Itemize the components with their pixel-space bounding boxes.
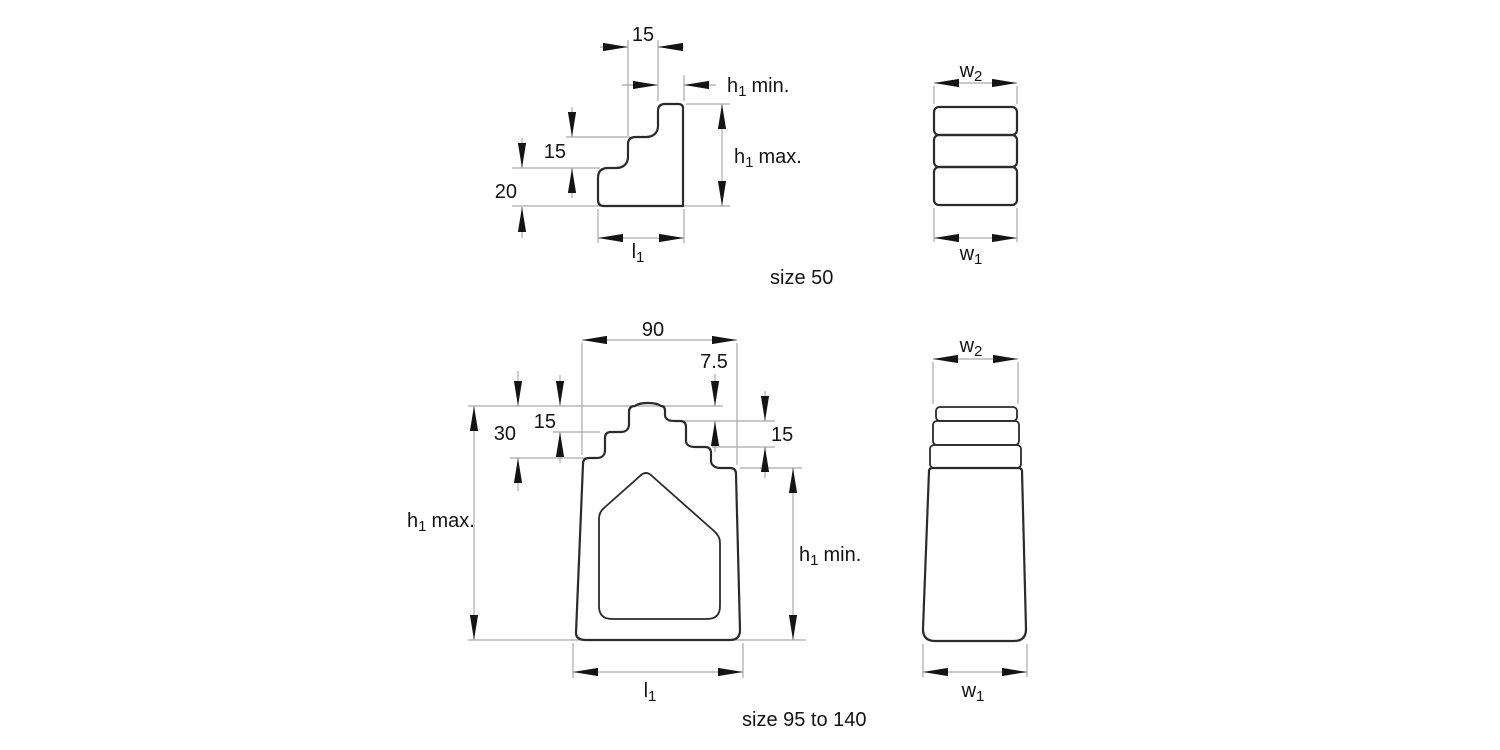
front-band-bottom xyxy=(932,165,1019,207)
w1-label: w1 xyxy=(961,680,985,705)
inner-cavity-outline xyxy=(598,472,721,620)
w1-label: w1 xyxy=(959,243,983,268)
size50-caption: size 50 xyxy=(770,267,833,289)
pyramid-profile-outline xyxy=(574,401,742,642)
front-band-middle xyxy=(932,420,1020,446)
step-left-total-dim-label: 30 xyxy=(494,423,516,445)
step-right-lower-dim-label: 15 xyxy=(771,424,793,446)
stepped-profile-outline xyxy=(596,102,685,208)
top-width-dim-label: 15 xyxy=(632,24,654,46)
front-band-stack xyxy=(932,105,1019,207)
base-height-dim-label: 20 xyxy=(495,181,517,203)
front-band-top xyxy=(932,105,1019,137)
w2-label: w2 xyxy=(959,60,983,85)
l1-label: l1 xyxy=(632,241,645,266)
front-band-top xyxy=(935,406,1018,422)
w2-label: w2 xyxy=(959,335,983,360)
overall-width-dim-label: 90 xyxy=(642,319,664,341)
size50-front-view: w2 w1 xyxy=(932,60,1019,268)
step-right-top-dim-label: 7.5 xyxy=(700,351,728,373)
front-band-stack xyxy=(929,406,1022,469)
step-left-upper-dim-label: 15 xyxy=(534,411,556,433)
extension-lines xyxy=(468,343,806,678)
size95-front-view: w2 w1 xyxy=(921,335,1028,705)
front-band-middle xyxy=(932,133,1019,169)
size95-caption: size 95 to 140 xyxy=(742,709,867,731)
extension-lines xyxy=(922,362,1028,677)
step-height-dim-label: 15 xyxy=(544,141,566,163)
l1-label: l1 xyxy=(644,680,657,705)
tapered-body-outline xyxy=(921,466,1028,643)
front-band-bottom xyxy=(929,444,1022,469)
extension-lines xyxy=(933,86,1018,242)
